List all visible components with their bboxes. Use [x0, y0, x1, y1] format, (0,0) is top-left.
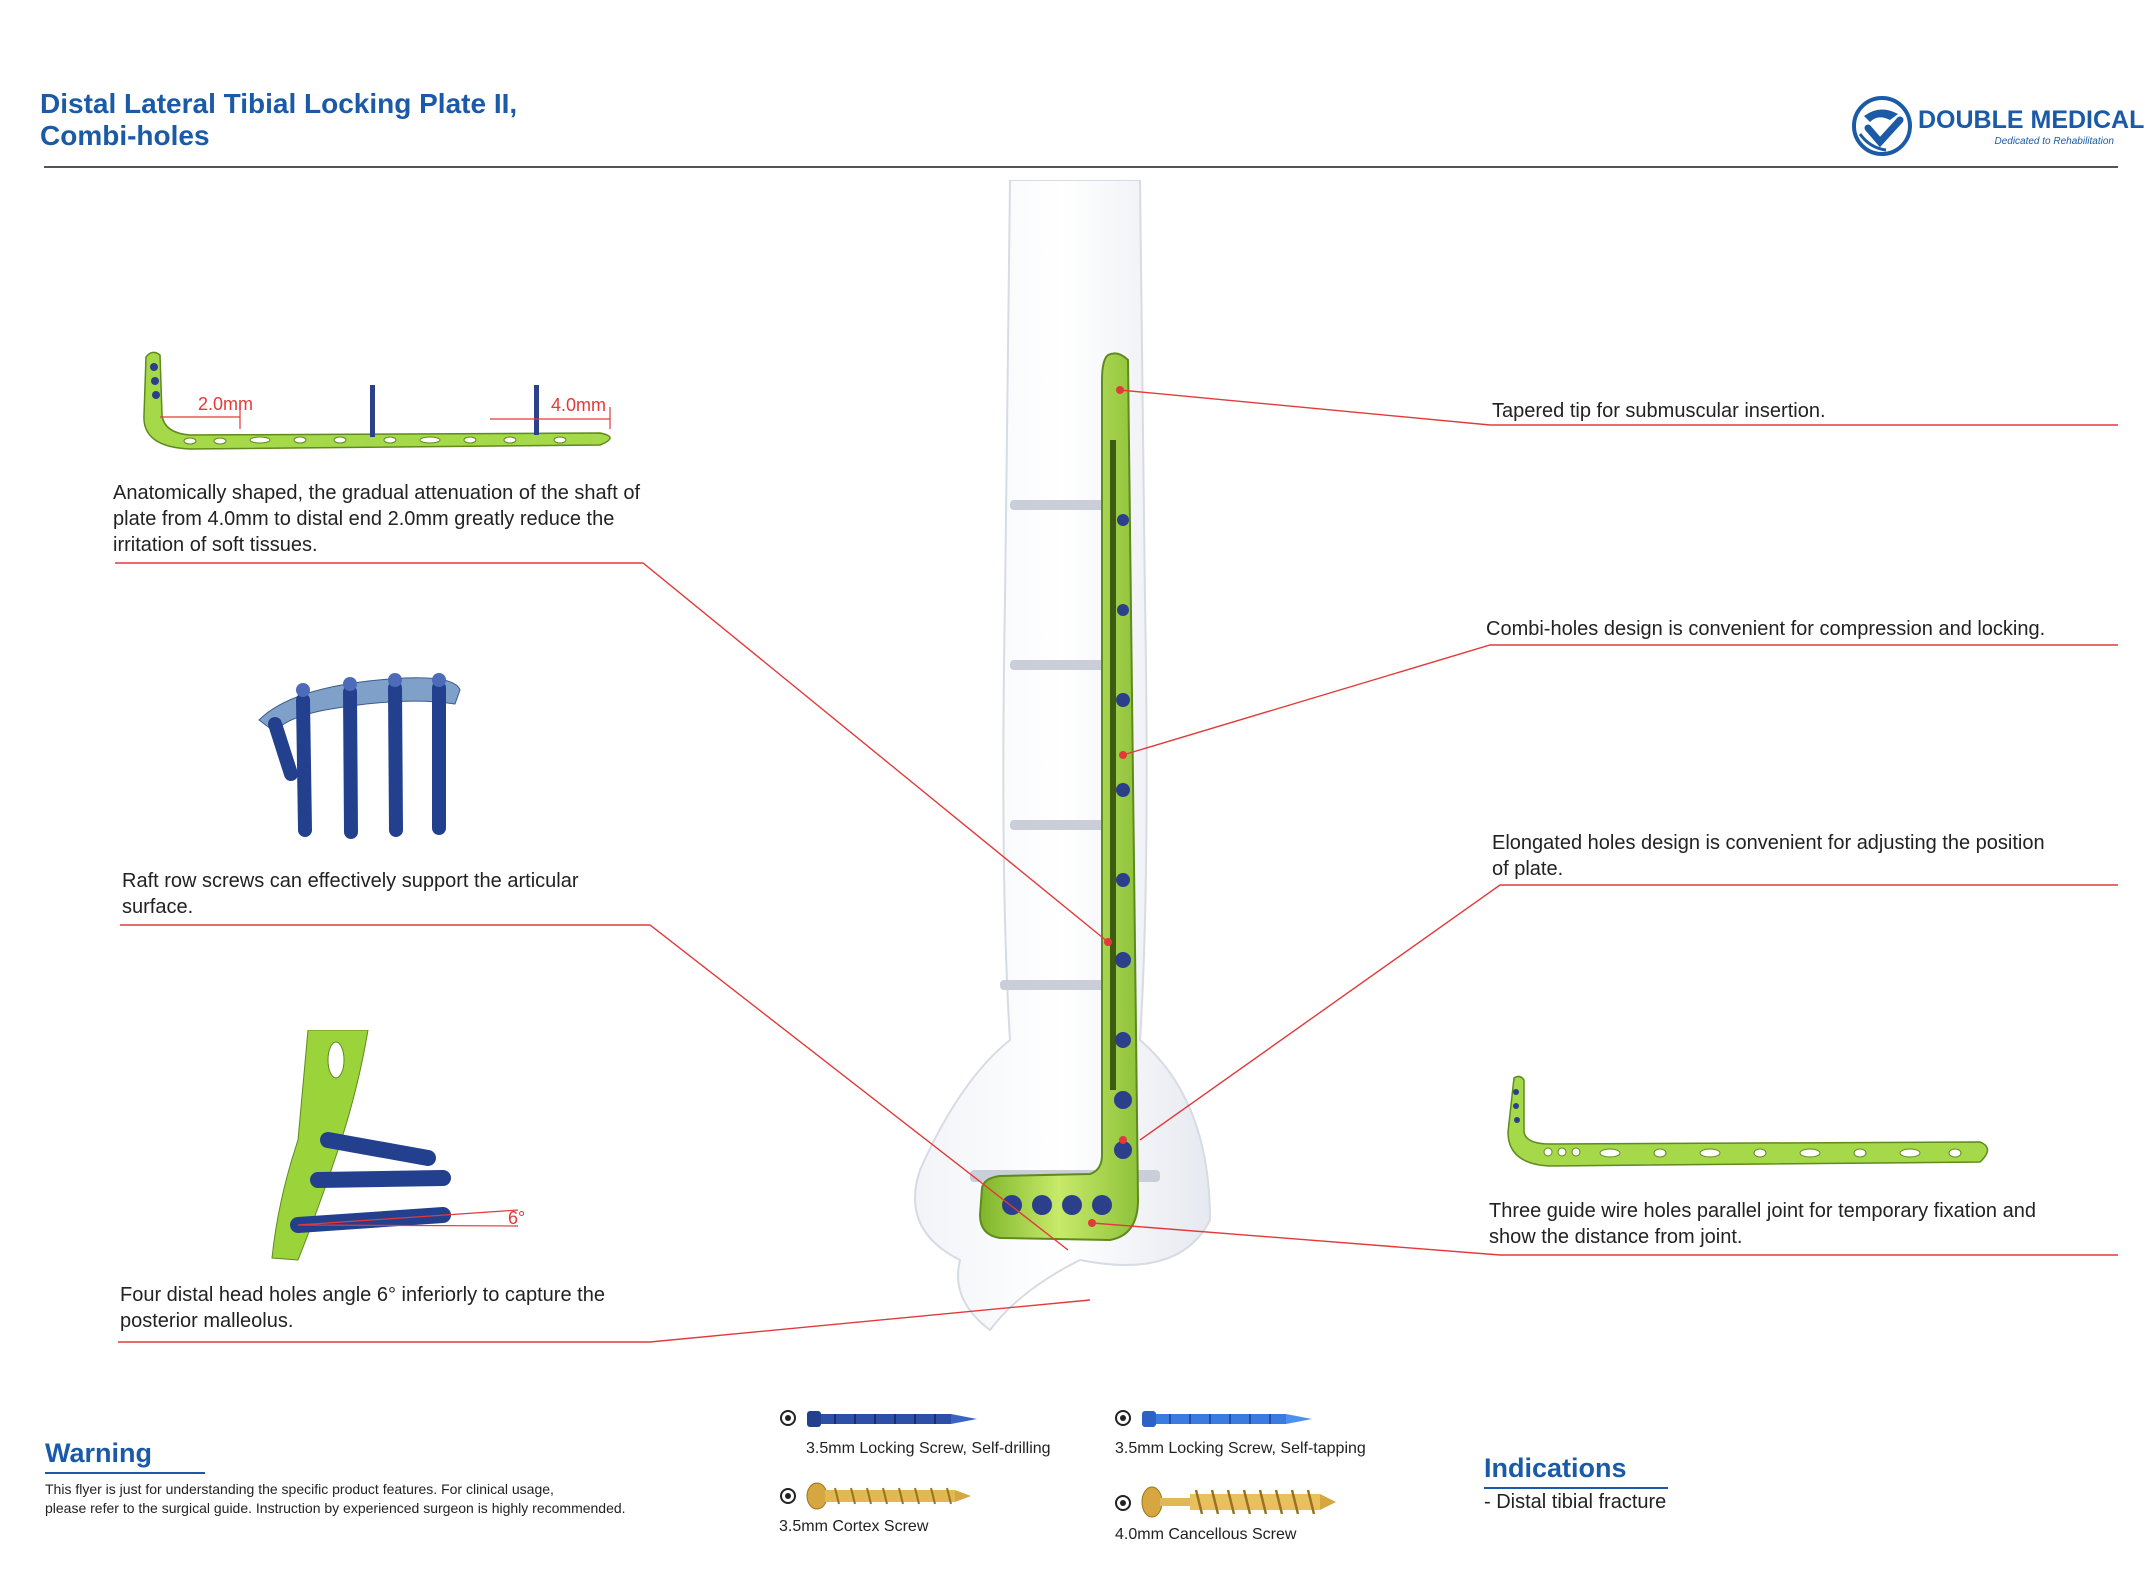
- warning-line-2: please refer to the surgical guide. Inst…: [45, 1500, 626, 1516]
- screw-label-3: 3.5mm Cortex Screw: [779, 1518, 929, 1535]
- warning-text: This flyer is just for understanding the…: [45, 1480, 626, 1518]
- distal-head-angle-image: [271, 1030, 519, 1261]
- brand-logo: DOUBLE MEDICAL Dedicated to Rehabilitati…: [1850, 92, 2144, 162]
- brand-tagline: Dedicated to Rehabilitation: [1994, 136, 2114, 147]
- plate-side-view-image: [143, 351, 611, 450]
- screw-label-4: 4.0mm Cancellous Screw: [1115, 1526, 1297, 1543]
- tibia-plate-illustration: [914, 180, 1212, 1332]
- indications-heading: Indications: [1484, 1453, 1627, 1483]
- screw-label-1: 3.5mm Locking Screw, Self-drilling: [806, 1440, 1051, 1457]
- raft-row-screws-image: [258, 673, 461, 839]
- thin-end-dimension: 2.0mm: [198, 394, 254, 414]
- screw-label-2: 3.5mm Locking Screw, Self-tapping: [1115, 1440, 1366, 1457]
- screw-bullet-1: [780, 1410, 796, 1426]
- plate-guide-wire-view-image: [1507, 1075, 1989, 1167]
- indication-item: - Distal tibial fracture: [1484, 1491, 1667, 1513]
- screw-bullet-2: [1115, 1410, 1131, 1426]
- elongated-holes-note: Elongated holes design is convenient for…: [1492, 832, 2045, 880]
- angle-dimension: 6°: [508, 1208, 526, 1228]
- distal-head-note: Four distal head holes angle 6° inferior…: [120, 1284, 605, 1332]
- shaft-attenuation-note: Anatomically shaped, the gradual attenua…: [113, 482, 641, 556]
- brand-emblem-icon: [1852, 96, 1912, 156]
- screw-bullet-4: [1115, 1495, 1131, 1511]
- raft-row-note: Raft row screws can effectively support …: [122, 870, 579, 918]
- header-divider: [44, 166, 2118, 168]
- cancellous-screw-icon: [1141, 1486, 1336, 1518]
- thick-end-dimension: 4.0mm: [551, 395, 607, 415]
- title-line-2: Combi-holes: [40, 120, 210, 151]
- screw-bullet-3: [780, 1488, 796, 1504]
- cortex-screw-icon: [806, 1482, 971, 1510]
- guide-wire-holes-note: Three guide wire holes parallel joint fo…: [1489, 1200, 2036, 1248]
- locking-screw-self-tapping-icon: [1142, 1411, 1312, 1427]
- combi-holes-note: Combi-holes design is convenient for com…: [1486, 618, 2046, 640]
- title-line-1: Distal Lateral Tibial Locking Plate II,: [40, 88, 518, 119]
- plate-on-bone: [978, 352, 1140, 1242]
- brand-name: DOUBLE MEDICAL: [1918, 106, 2145, 134]
- locking-screw-self-drilling-icon: [807, 1411, 977, 1427]
- page-title: Distal Lateral Tibial Locking Plate II, …: [40, 88, 517, 152]
- warning-underline: [45, 1472, 205, 1474]
- indications-underline: [1484, 1487, 1668, 1489]
- warning-heading: Warning: [45, 1438, 152, 1468]
- warning-line-1: This flyer is just for understanding the…: [45, 1481, 554, 1497]
- tapered-tip-note: Tapered tip for submuscular insertion.: [1492, 400, 1826, 422]
